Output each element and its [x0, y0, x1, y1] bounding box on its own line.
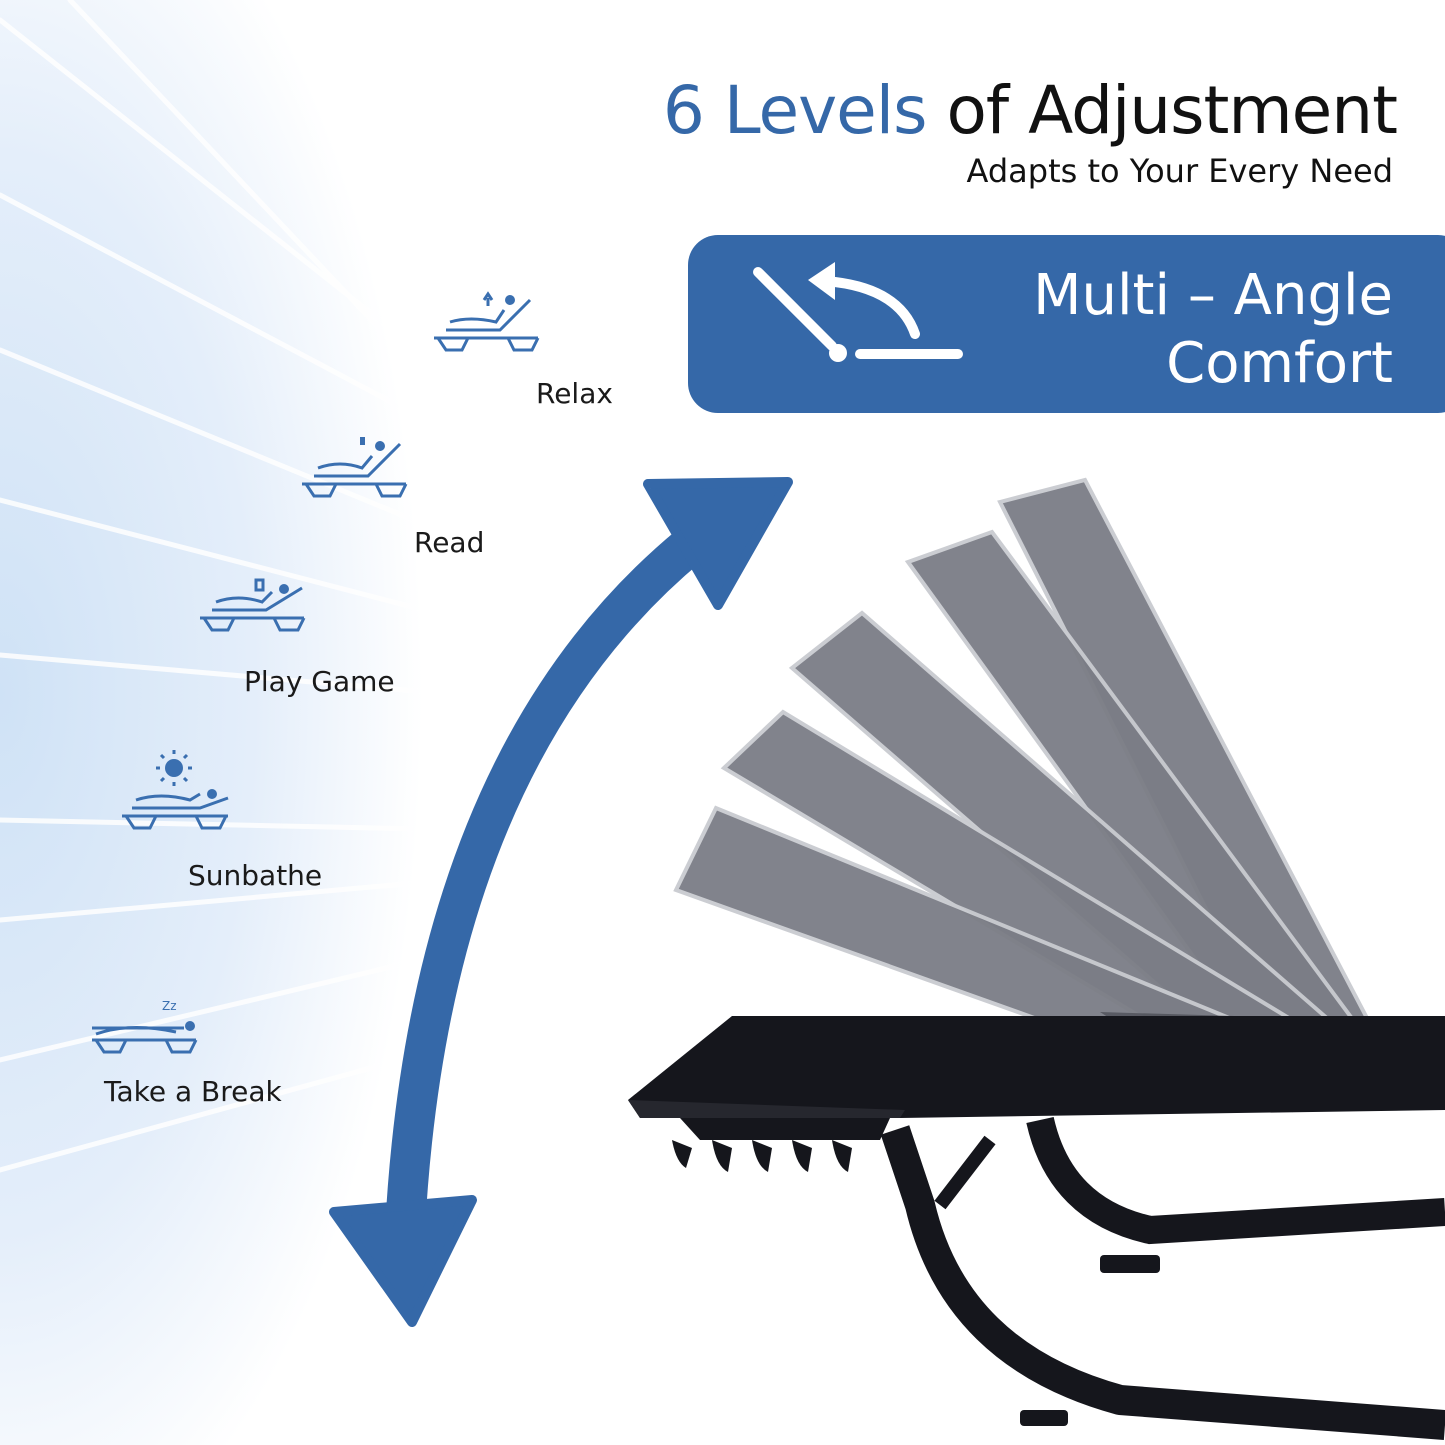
position-label-relax: Relax — [536, 377, 613, 410]
position-label-read: Read — [414, 526, 485, 559]
banner-background — [688, 235, 1445, 413]
title-rest: of Adjustment — [946, 72, 1398, 149]
page-title: 6 Levels of Adjustment — [662, 72, 1398, 149]
banner-text: Multi – Angle Comfort — [1033, 262, 1393, 398]
banner-line-1: Multi – Angle — [1033, 263, 1393, 328]
play-game-lounger-icon — [200, 578, 306, 632]
position-label-play-game: Play Game — [244, 665, 395, 698]
position-label-take-a-break: Take a Break — [104, 1075, 282, 1108]
read-lounger-icon — [302, 437, 408, 498]
take-a-break-lounger-icon: Zz — [92, 999, 198, 1054]
svg-text:Zz: Zz — [162, 999, 177, 1013]
banner-line-2: Comfort — [1166, 331, 1393, 396]
sunbathe-lounger-icon — [122, 750, 229, 830]
recline-angle-icon — [753, 262, 963, 362]
page-subtitle: Adapts to Your Every Need — [966, 152, 1393, 190]
position-label-sunbathe: Sunbathe — [188, 859, 323, 892]
adjustment-arrow-icon — [329, 477, 793, 1327]
lounge-chair-image — [628, 477, 1445, 1440]
relax-lounger-icon — [434, 291, 540, 352]
title-accent: 6 Levels — [662, 72, 928, 149]
